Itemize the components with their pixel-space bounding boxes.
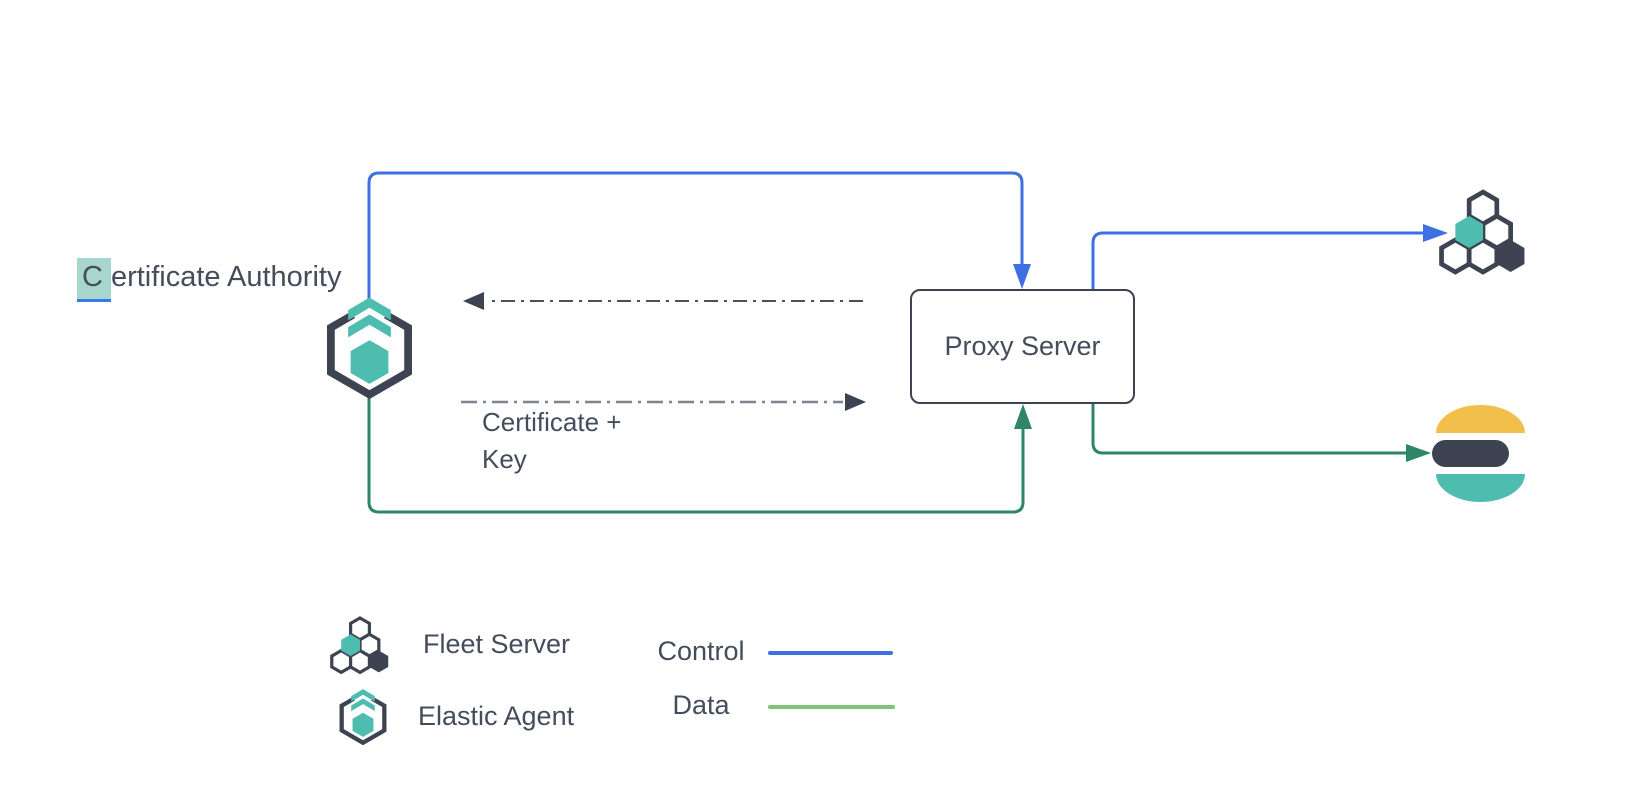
- legend-elastic-agent-label: Elastic Agent: [418, 701, 575, 731]
- arrowhead-cert-key: [845, 393, 866, 411]
- agent-hexagon: [352, 712, 374, 737]
- proxy-server-box: Proxy Server: [910, 289, 1135, 404]
- elasticsearch-yellow-arc: [1436, 405, 1525, 433]
- arrowhead-data-into-proxy: [1014, 404, 1032, 429]
- fleet-server-icon: [1439, 189, 1525, 275]
- elasticsearch-dark-bar: [1432, 440, 1509, 467]
- certificate-key-label: Certificate + Key: [482, 407, 622, 474]
- data-line-proxy-to-es: [1091, 404, 1408, 455]
- legend-data-label: Data: [672, 690, 730, 720]
- legend-control-label: Control: [657, 636, 745, 666]
- arrowhead-control-into-proxy: [1013, 264, 1031, 289]
- legend-elastic-agent-icon: [339, 689, 387, 746]
- fleet-hex-teal: [1455, 216, 1483, 249]
- arrowhead-control-into-fleet: [1423, 224, 1448, 242]
- fleet-hex-teal: [341, 634, 360, 657]
- legend-fleet-server-icon: [330, 616, 389, 675]
- agent-bracket-outline: [327, 311, 412, 400]
- agent-chevron-bottom: [351, 698, 375, 712]
- arrowhead-data-into-es: [1406, 444, 1431, 462]
- arrowhead-cert-request: [463, 292, 484, 310]
- control-line-agent-to-proxy: [367, 171, 1024, 299]
- legend-fleet-server-label: Fleet Server: [423, 629, 571, 659]
- highlighted-letter: C: [77, 258, 111, 302]
- elasticsearch-icon: [1432, 403, 1527, 504]
- proxy-server-label: Proxy Server: [944, 331, 1101, 361]
- data-line-agent-to-proxy: [367, 395, 1025, 514]
- certificate-authority-text: ertificate Authority: [110, 261, 342, 293]
- agent-bracket-outline: [339, 696, 387, 746]
- agent-chevron-top: [348, 297, 391, 321]
- agent-chevron-bottom: [348, 314, 391, 338]
- elastic-agent-icon: [327, 297, 412, 400]
- elasticsearch-teal-arc: [1436, 474, 1525, 502]
- fleet-hex-bottom-mid: [348, 648, 372, 675]
- fleet-hex-dark: [369, 650, 389, 673]
- legend-data-line: [768, 705, 895, 709]
- agent-chevron-top: [351, 689, 375, 702]
- agent-hexagon: [350, 340, 389, 384]
- legend-control-line: [768, 651, 893, 655]
- control-line-proxy-to-fleet: [1091, 231, 1425, 290]
- fleet-hex-dark: [1496, 240, 1525, 272]
